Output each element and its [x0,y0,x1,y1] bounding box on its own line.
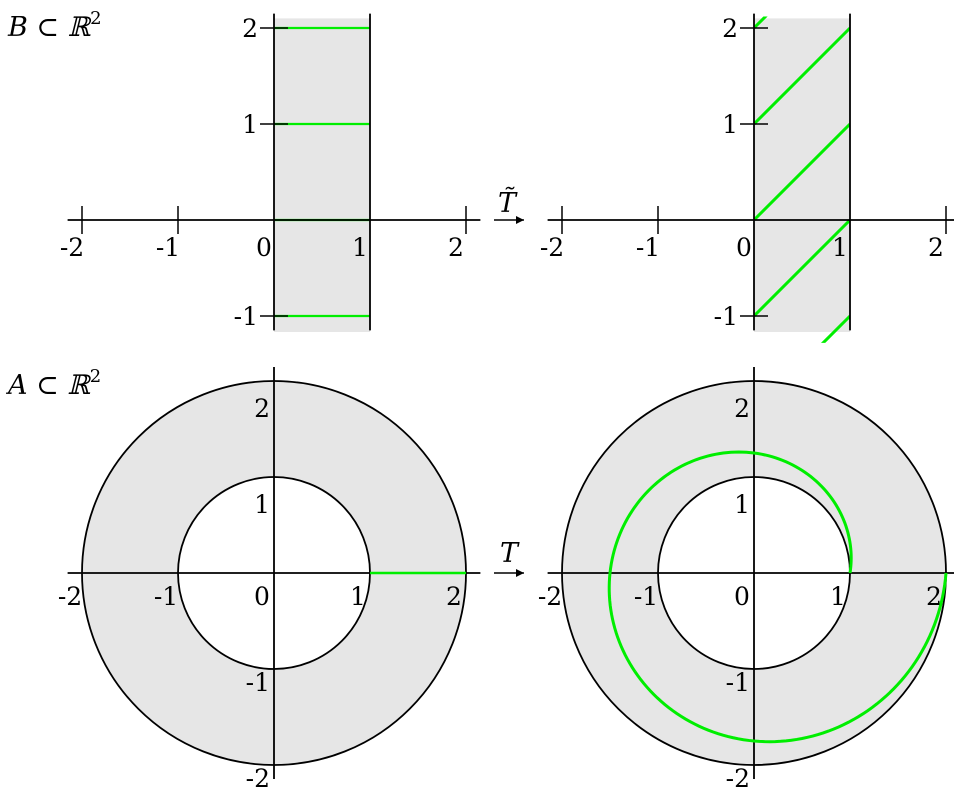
y-tick-label: 1 [722,110,738,139]
x-tick-label: 2 [926,582,942,611]
curve-segment [754,26,850,126]
strip-region [274,18,370,333]
y-tick-label: -1 [726,668,750,697]
set-b-text: B ⊂ ℝ [7,12,92,43]
x-tick-label: 0 [254,582,270,611]
x-tick-label: -1 [154,582,178,611]
annulus-region [562,381,946,765]
y-tick-label: 1 [254,490,270,519]
curve-group [754,16,850,343]
x-tick-label: -2 [538,582,562,611]
x-tick-label: -2 [58,582,82,611]
x-tick-label: -1 [634,582,658,611]
set-b-exponent: 2 [90,8,101,29]
strip-region [754,18,850,333]
x-tick-label: 1 [352,233,368,262]
y-tick-label: 2 [254,394,270,423]
panel-annulus-mapped: -2 -1 0 1 2 -2 -1 1 2 [538,367,954,793]
x-tick-label: 0 [736,233,752,262]
x-tick-label: 2 [928,233,944,262]
x-tick-label: -1 [636,233,660,262]
x-tick-label: 2 [446,582,462,611]
x-tick-label: -2 [60,233,84,262]
map-t-tilde: T̃ [494,186,524,224]
curve-segment [754,122,850,222]
panel-strip-mapped: -2 -1 0 1 2 -1 1 2 [540,13,954,343]
y-tick-label: 2 [722,14,738,43]
map-t: T [494,538,524,577]
x-tick-label: 0 [734,582,750,611]
x-tick-label: 1 [830,582,846,611]
set-b-label: B ⊂ ℝ2 [7,8,102,43]
y-tick-label: -1 [714,302,738,331]
map-t-label: T [500,538,520,569]
set-a-exponent: 2 [90,366,101,387]
set-a-label: A ⊂ ℝ2 [5,366,101,401]
x-tick-label: 2 [448,233,464,262]
panel-annulus-original: -2 -1 0 1 2 -2 -1 1 2 [58,367,481,793]
x-tick-label: 0 [256,233,272,262]
spiral-curve [607,450,948,744]
annulus-region [82,381,466,765]
y-tick-label: 1 [734,490,750,519]
set-a-text: A ⊂ ℝ [5,370,91,401]
x-tick-label: -2 [540,233,564,262]
panel-strip-original: -2 -1 0 1 2 -1 1 2 [60,13,481,333]
y-tick-label: 2 [242,14,258,43]
y-tick-label: -2 [246,764,270,793]
y-tick-label: -1 [246,668,270,697]
y-tick-label: -1 [234,302,258,331]
curve-segment [754,218,850,318]
x-tick-label: 1 [350,582,366,611]
x-tick-label: 1 [832,233,848,262]
x-tick-label: -1 [156,233,180,262]
curve-segment [820,314,850,343]
y-tick-label: 1 [242,110,258,139]
y-tick-label: -2 [726,764,750,793]
map-t-tilde-label: T̃ [498,186,518,219]
y-tick-label: 2 [734,394,750,423]
